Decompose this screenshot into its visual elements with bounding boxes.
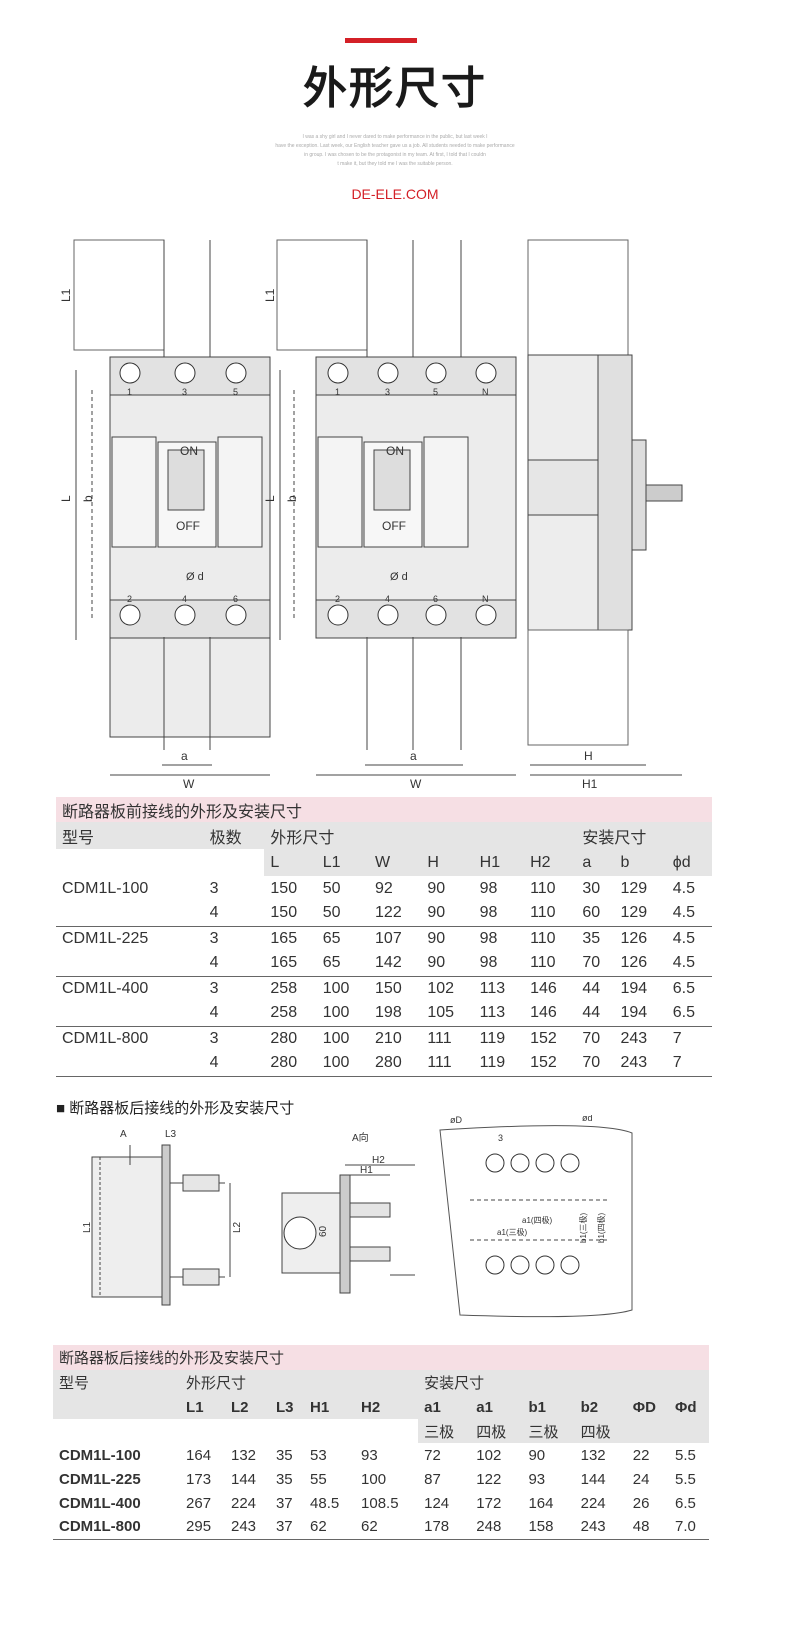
- svg-text:2: 2: [127, 594, 132, 604]
- svg-text:L1: L1: [263, 288, 277, 302]
- svg-text:OFF: OFF: [382, 519, 406, 533]
- website-label: DE-ELE.COM: [351, 186, 439, 202]
- table2-title: 断路器板后接线的外形及安装尺寸: [53, 1345, 709, 1370]
- svg-text:L2: L2: [232, 1221, 243, 1233]
- svg-text:2: 2: [335, 594, 340, 604]
- svg-text:Ø d: Ø d: [186, 571, 204, 583]
- svg-text:A向: A向: [352, 1131, 369, 1144]
- col-H1: H1: [473, 849, 525, 876]
- svg-text:N: N: [482, 594, 489, 604]
- svg-text:H: H: [584, 749, 593, 763]
- col-dims: 外形尺寸: [186, 1375, 247, 1392]
- svg-text:b1(四极): b1(四极): [596, 1212, 606, 1243]
- col-a: a: [576, 849, 615, 876]
- table1-title: 断路器板前接线的外形及安装尺寸: [56, 797, 712, 822]
- svg-text:b1(三极): b1(三极): [578, 1212, 588, 1243]
- col-H: H: [421, 849, 474, 876]
- col-install: 安装尺寸: [424, 1375, 485, 1392]
- svg-text:3: 3: [182, 387, 187, 397]
- rear-wiring-dimension-drawing: A L3 L1 L2 A向 H2 H1 60 øD ød 3 a1(四极) a1…: [82, 1115, 633, 1318]
- svg-text:H2: H2: [372, 1155, 385, 1166]
- svg-text:Ø d: Ø d: [390, 571, 408, 583]
- svg-text:60: 60: [318, 1225, 329, 1237]
- svg-text:W: W: [183, 777, 195, 790]
- col-d: ϕd: [666, 849, 712, 876]
- col-model: 型号: [59, 1375, 90, 1392]
- decorative-caption-line: in group. I was chosen to be the protago…: [304, 152, 486, 158]
- square-bullet-icon: ■: [56, 1100, 70, 1117]
- svg-text:ON: ON: [180, 444, 198, 458]
- svg-text:a1(三极): a1(三极): [497, 1227, 528, 1237]
- col-L1: L1: [316, 849, 370, 876]
- title-accent-bar: [345, 38, 417, 43]
- rear-wiring-section-heading: ■ 断路器板后接线的外形及安装尺寸: [56, 1100, 295, 1117]
- col-dims: 外形尺寸: [270, 829, 335, 847]
- page-title: 外形尺寸: [303, 63, 487, 114]
- col-H2: H2: [524, 849, 577, 876]
- decorative-caption-line: have the exception. Last week, our Engli…: [275, 143, 515, 149]
- svg-text:1: 1: [127, 387, 132, 397]
- svg-text:6: 6: [233, 594, 238, 604]
- svg-text:b: b: [81, 495, 95, 502]
- svg-text:1: 1: [335, 387, 340, 397]
- svg-text:ON: ON: [386, 444, 404, 458]
- col-b: b: [614, 849, 667, 876]
- svg-text:4: 4: [385, 594, 390, 604]
- svg-text:OFF: OFF: [176, 519, 200, 533]
- svg-text:5: 5: [233, 387, 238, 397]
- col-W: W: [369, 849, 422, 876]
- svg-text:W: W: [410, 777, 422, 790]
- svg-text:A: A: [120, 1129, 127, 1140]
- svg-text:5: 5: [433, 387, 438, 397]
- svg-text:6: 6: [433, 594, 438, 604]
- svg-text:a: a: [181, 749, 188, 763]
- svg-text:L1: L1: [59, 288, 73, 302]
- col-L: L: [264, 849, 317, 876]
- svg-text:H1: H1: [360, 1165, 373, 1176]
- svg-text:b: b: [285, 495, 299, 502]
- svg-text:H1: H1: [582, 777, 598, 790]
- svg-text:a: a: [410, 749, 417, 763]
- svg-text:L: L: [59, 495, 73, 502]
- front-wiring-dimension-table: 断路器板前接线的外形及安装尺寸 型号 极数 外形尺寸 安装尺寸 L L1 W H…: [56, 797, 712, 1077]
- col-poles: 极数: [209, 829, 242, 847]
- svg-text:a1(四极): a1(四极): [522, 1215, 553, 1225]
- col-install: 安装尺寸: [582, 829, 647, 847]
- svg-text:L1: L1: [82, 1221, 93, 1233]
- decorative-caption-line: t make it, but they told me I was the su…: [337, 161, 453, 167]
- svg-text:4: 4: [182, 594, 187, 604]
- svg-text:L: L: [263, 495, 277, 502]
- svg-text:ød: ød: [582, 1115, 593, 1123]
- svg-text:N: N: [482, 387, 489, 397]
- front-wiring-dimension-drawing: L1 L b L1 L b a W a W H H1 ON OFF ON OFF…: [59, 239, 683, 790]
- decorative-caption-line: I was a shy girl and I never dared to ma…: [302, 134, 488, 140]
- svg-text:L3: L3: [165, 1129, 177, 1140]
- svg-text:3: 3: [498, 1133, 503, 1143]
- svg-text:3: 3: [385, 387, 390, 397]
- svg-text:øD: øD: [450, 1115, 462, 1125]
- col-model: 型号: [62, 829, 95, 847]
